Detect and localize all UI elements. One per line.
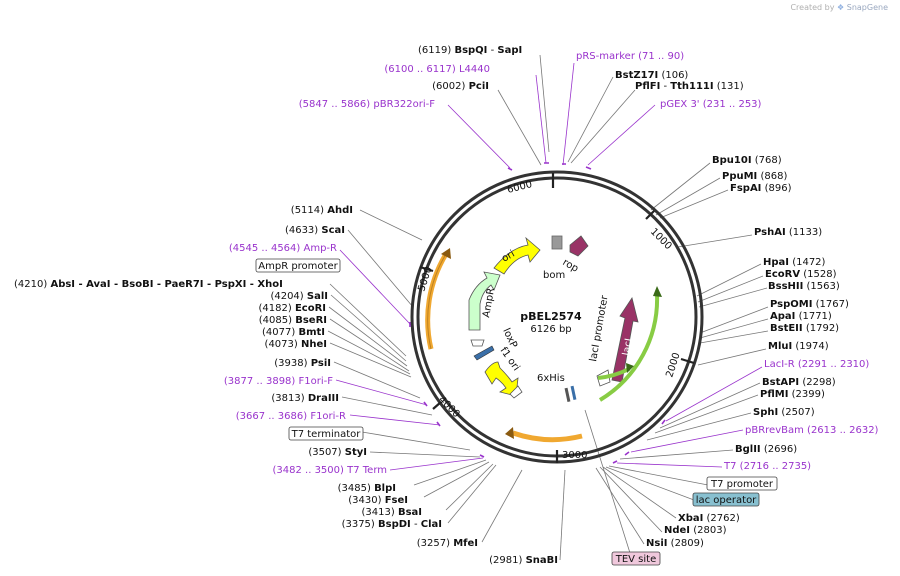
primer-pbr322ori-f: (5847 .. 5866) pBR322ori-F (299, 99, 435, 110)
right-labels: pRS-marker (71 .. 90) BstZ17I (106) PflF… (576, 51, 879, 566)
ampr-arrow (468, 271, 501, 331)
label-pflfi: PflFI - Tth111I (131) (635, 81, 744, 92)
label-pshai: PshAI (1133) (754, 227, 822, 238)
snapgene-credit: Created by ❖ SnapGene (790, 3, 888, 12)
credit-brand: SnapGene (846, 3, 888, 12)
laci-green-arc (598, 293, 660, 402)
primer-l4440: (6100 .. 6117) L4440 (384, 64, 490, 75)
tick-2000: 2000 (664, 351, 682, 379)
label-apai: ApaI (1771) (770, 311, 832, 322)
ampr-promoter-arrow (470, 339, 485, 347)
primer-marks (409, 162, 666, 464)
label-mlui: MluI (1974) (768, 341, 829, 352)
sixhis-block-2 (570, 385, 577, 401)
primer-amp-r: (4545 .. 4564) Amp-R (229, 243, 337, 254)
label-bstapi: BstAPI (2298) (762, 377, 836, 388)
ori-arrow (493, 236, 541, 275)
plasmid-title: pBEL2574 6126 bp (520, 310, 582, 335)
bom-label: bom (543, 270, 565, 281)
label-styi: (3507) StyI (308, 447, 367, 458)
label-pspomi: PspOMI (1767) (770, 299, 849, 310)
rop-arrow (569, 235, 589, 257)
tick-marks (419, 173, 695, 463)
label-absi-group: (4210) AbsI - AvaI - BsoBI - PaeR7I - Ps… (14, 279, 283, 290)
leader-lines (327, 54, 769, 561)
primer-t7-term: (3482 .. 3500) T7 Term (273, 465, 388, 476)
primer-laci-r: LacI-R (2291 .. 2310) (764, 359, 869, 370)
ampr-label: AmpR (481, 287, 497, 318)
plasmid-name: pBEL2574 (520, 310, 582, 323)
ampr-promoter-box-label: AmpR promoter (258, 261, 338, 272)
t7-arc-bottom (512, 430, 583, 443)
label-bseri: (4085) BseRI (259, 315, 327, 326)
label-ndei: NdeI (2803) (664, 525, 727, 536)
label-bspqi: (6119) BspQI - SapI (418, 45, 522, 56)
laci-label: lacI (621, 338, 635, 357)
label-bmti: (4077) BmtI (262, 327, 325, 338)
feature-arcs (425, 248, 662, 443)
label-nsii: NsiI (2809) (646, 538, 704, 549)
tick-6000: 6000 (506, 179, 533, 196)
loxp-label: loxP (500, 327, 519, 350)
primer-t7: T7 (2716 .. 2735) (723, 461, 811, 472)
feature-arrows (468, 235, 639, 403)
label-draiii: (3813) DraIII (271, 393, 339, 404)
tev-site-box: TEV site (611, 551, 661, 566)
primer-prs-marker: pRS-marker (71 .. 90) (576, 51, 684, 62)
label-ecori: (4182) EcoRI (258, 303, 326, 314)
sixhis-block-1 (564, 387, 571, 403)
lac-operator-box: lac operator (692, 492, 760, 507)
label-psii: (3938) PsiI (274, 358, 331, 369)
credit-prefix: Created by (790, 3, 835, 12)
label-bglii: BglII (2696) (735, 444, 797, 455)
label-bpu10i: Bpu10I (768) (712, 155, 782, 166)
sixhis-label: 6xHis (537, 373, 565, 384)
label-bspdi: (3375) BspDI - ClaI (342, 519, 442, 530)
label-nhei: (4073) NheI (265, 339, 327, 350)
primer-pbrrevbam: pBRrevBam (2613 .. 2632) (745, 425, 879, 436)
t7-terminator-box-label: T7 terminator (291, 429, 362, 440)
label-fspai: FspAI (896) (730, 183, 792, 194)
label-bsai: (3413) BsaI (362, 507, 423, 518)
primer-f1ori-r: (3667 .. 3686) F1ori-R (236, 411, 346, 422)
label-ahdi: (5114) AhdI (291, 205, 353, 216)
tick-1000: 1000 (648, 226, 674, 252)
label-fsei: (3430) FseI (348, 495, 408, 506)
ampr-promoter-box: AmpR promoter (255, 258, 341, 273)
label-bstz17i: BstZ17I (106) (615, 70, 688, 81)
laci-promoter-label: lacI promoter (588, 294, 611, 363)
label-pflmi: PflMI (2399) (760, 389, 825, 400)
label-bsteii: BstEII (1792) (770, 323, 839, 334)
tev-site-box-label: TEV site (615, 554, 657, 565)
left-labels: (6119) BspQI - SapI (6100 .. 6117) L4440… (14, 45, 558, 566)
plasmid-size: 6126 bp (530, 324, 571, 335)
label-scai: (4633) ScaI (285, 225, 345, 236)
label-mfei: (3257) MfeI (417, 538, 478, 549)
f1-ori-small-arrow (509, 385, 523, 399)
tick-3000: 3000 (562, 450, 587, 461)
label-blpi: (3485) BlpI (338, 483, 396, 494)
t7-promoter-box: T7 promoter (706, 476, 778, 491)
t7-terminator-box: T7 terminator (288, 426, 364, 441)
label-ecorv: EcoRV (1528) (765, 269, 837, 280)
label-ppumi: PpuMI (868) (722, 171, 787, 182)
snapgene-logo-icon: ❖ (837, 3, 845, 12)
bom-block (551, 235, 563, 250)
lac-operator-box-label: lac operator (696, 495, 757, 506)
label-hpai: HpaI (1472) (763, 257, 826, 268)
primer-f1ori-f: (3877 .. 3898) F1ori-F (224, 376, 333, 387)
f1-ori-arrow (484, 361, 519, 397)
label-xbai: XbaI (2762) (678, 513, 740, 524)
label-pcii: (6002) PciI (432, 81, 489, 92)
primer-pgex3: pGEX 3' (231 .. 253) (660, 99, 762, 110)
label-sali: (4204) SalI (270, 291, 328, 302)
label-bsshii: BssHII (1563) (768, 281, 840, 292)
t7-promoter-box-label: T7 promoter (710, 479, 774, 490)
label-snabi: (2981) SnaBI (489, 555, 558, 566)
loxp-arrow (473, 345, 495, 361)
label-sphi: SphI (2507) (753, 407, 815, 418)
